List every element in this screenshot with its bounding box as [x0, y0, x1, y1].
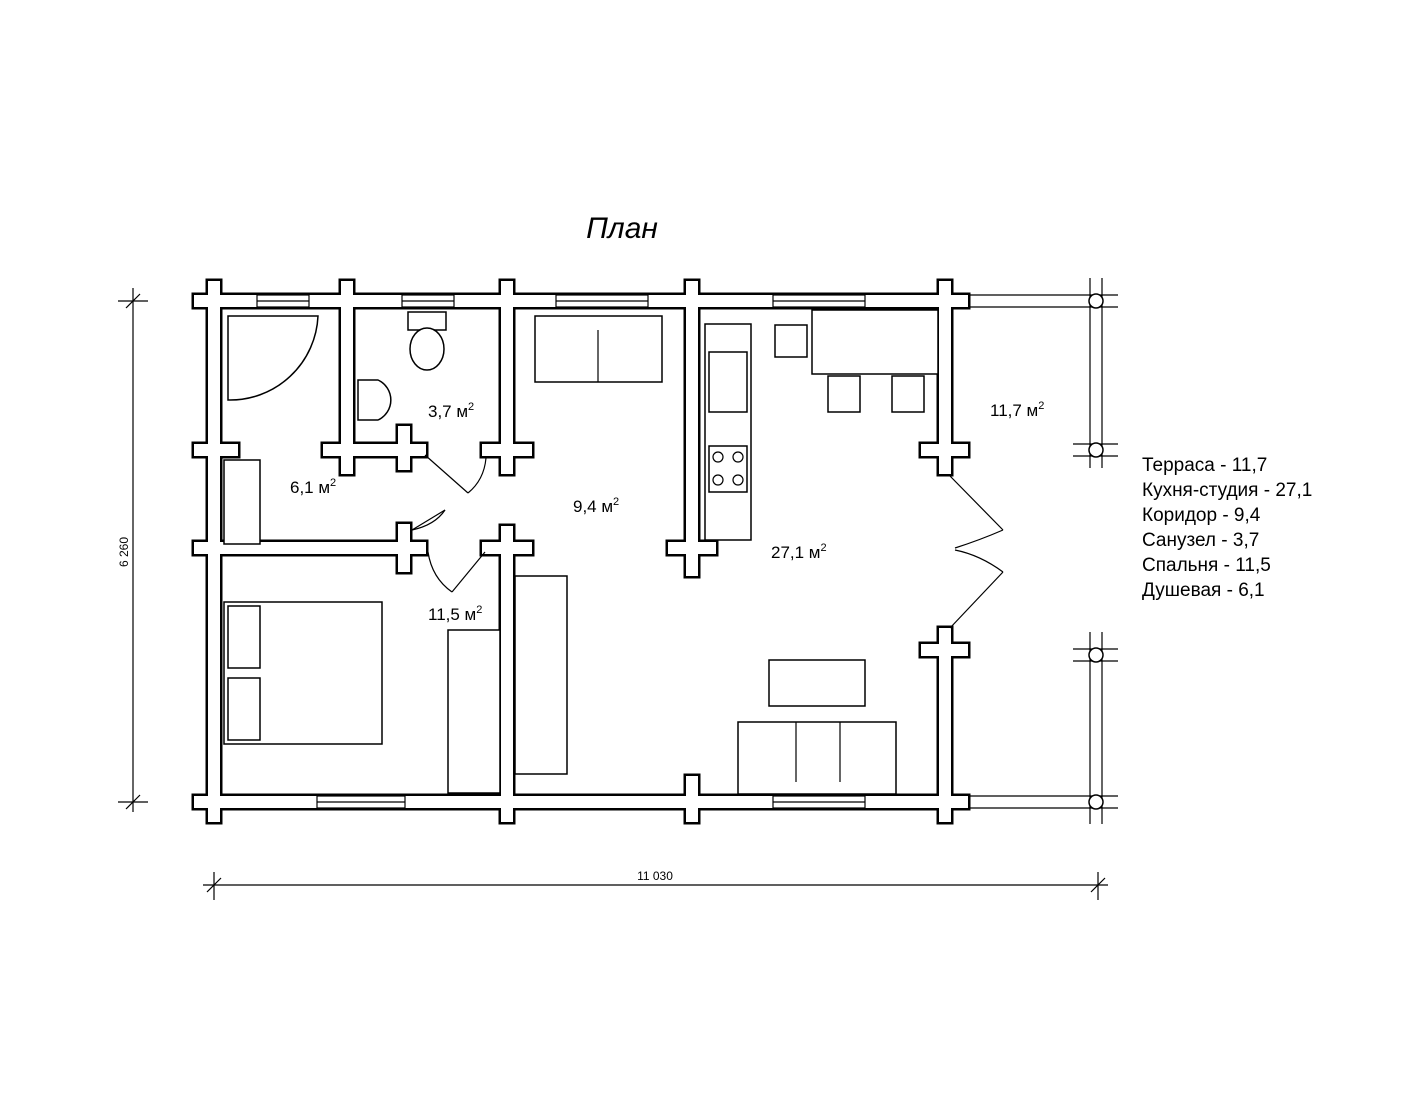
room-area-labels: 6,1 м2 3,7 м2 9,4 м2 27,1 м2 11,7 м2 11,… [290, 400, 1044, 624]
pillow [227, 605, 261, 669]
legend-item: Душевая - 6,1 [1142, 580, 1265, 601]
shower-bench [223, 459, 261, 545]
wardrobe [447, 629, 501, 794]
dimension-width: 11 030 [637, 869, 673, 883]
dimension-lines: 6 260 11 030 [117, 288, 1108, 900]
chair [827, 375, 861, 413]
area-corridor: 9,4 м2 [573, 496, 619, 516]
area-bedroom: 11,5 м2 [428, 604, 482, 624]
room-legend: Терраса - 11,7 Кухня-студия - 27,1 Корид… [1142, 455, 1312, 601]
area-terrace: 11,7 м2 [990, 400, 1044, 420]
sink [357, 379, 392, 421]
legend-item: Спальня - 11,5 [1142, 555, 1271, 576]
legend-item: Коридор - 9,4 [1142, 505, 1261, 526]
legend-item: Санузел - 3,7 [1142, 530, 1259, 551]
furniture [223, 309, 939, 795]
area-kitchen: 27,1 м2 [771, 542, 827, 562]
terrace-railing [968, 278, 1118, 824]
toilet-bowl [409, 327, 445, 371]
area-bathroom: 3,7 м2 [428, 401, 474, 421]
chair [891, 375, 925, 413]
post-icon [1088, 442, 1104, 458]
dimension-height: 6 260 [117, 537, 131, 567]
shower-cabin [227, 315, 319, 401]
coffee-table [768, 659, 866, 707]
legend-item: Терраса - 11,7 [1142, 455, 1267, 476]
windows [256, 294, 866, 809]
kitchen-sink [708, 351, 748, 413]
area-shower: 6,1 м2 [290, 477, 336, 497]
pillow [227, 677, 261, 741]
sofa [737, 721, 897, 795]
post-icon [1088, 794, 1104, 810]
chair [774, 324, 808, 358]
doors [411, 454, 1004, 629]
plan-title: План [586, 212, 658, 245]
dining-table [811, 309, 939, 375]
post-icon [1088, 293, 1104, 309]
legend-item: Кухня-студия - 27,1 [1142, 480, 1312, 501]
post-icon [1088, 647, 1104, 663]
tv-stand [514, 575, 568, 775]
